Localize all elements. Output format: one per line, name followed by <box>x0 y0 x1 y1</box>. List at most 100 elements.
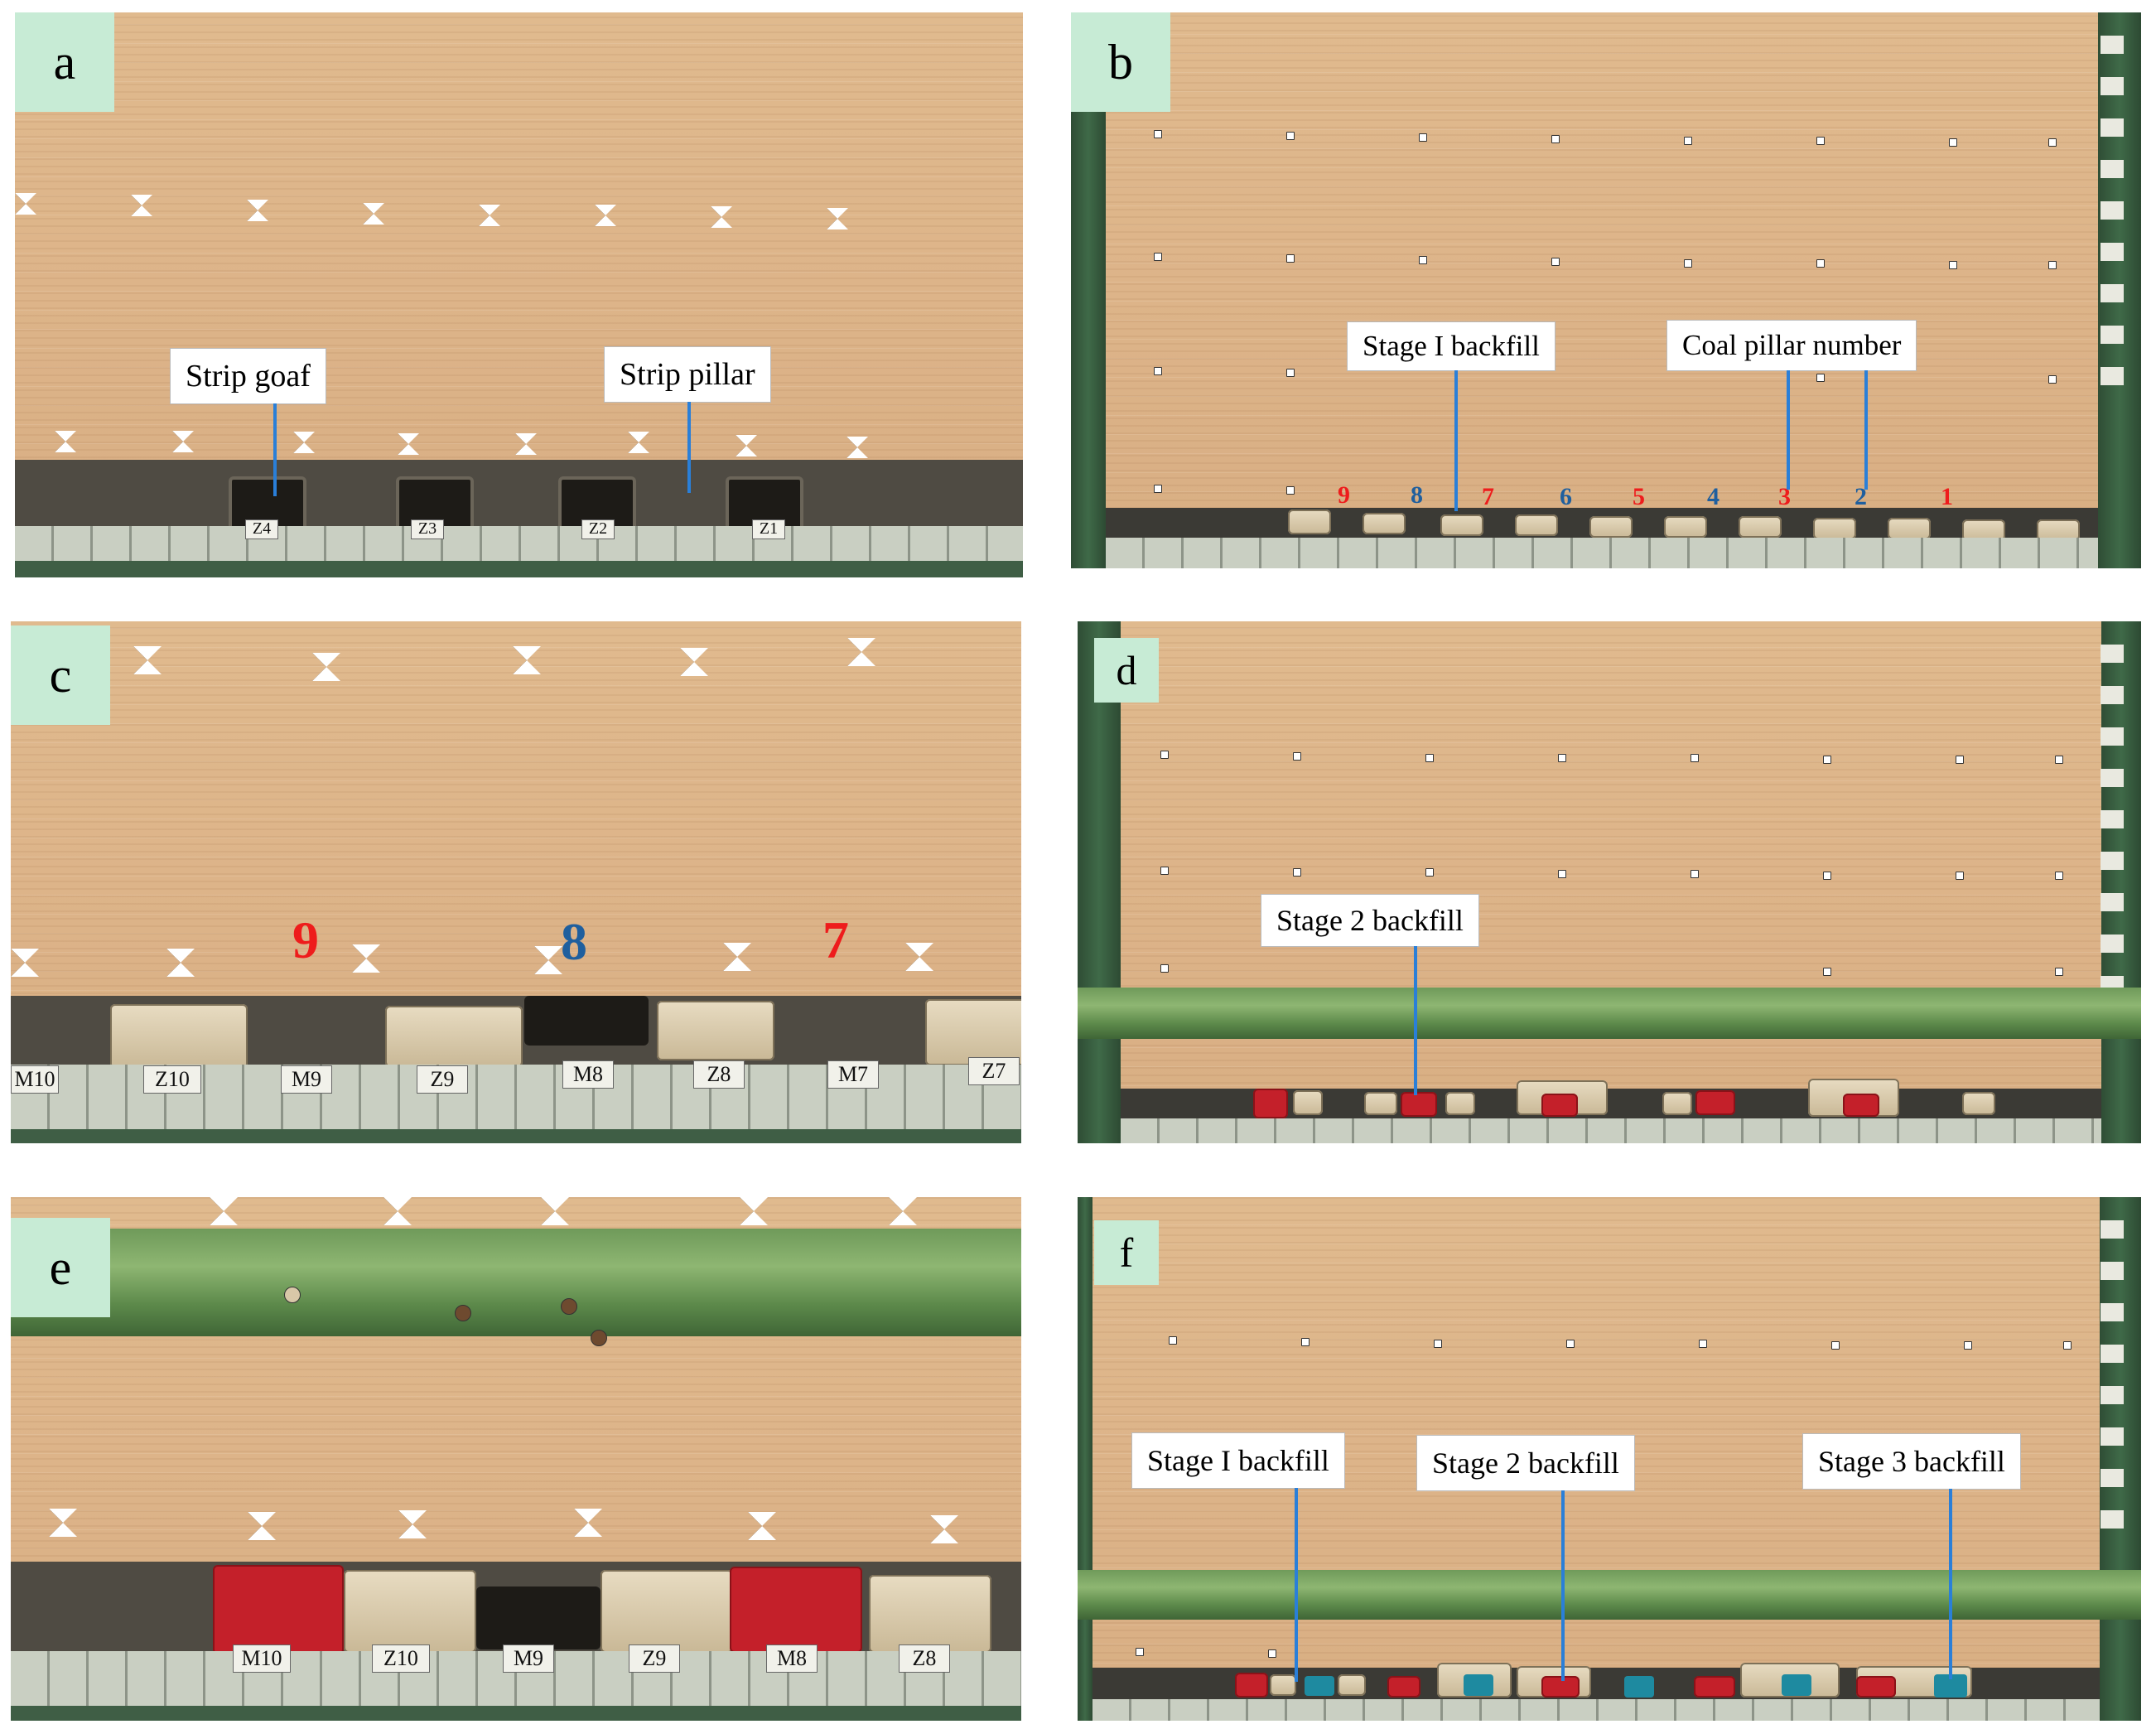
survey-point <box>1154 485 1162 493</box>
callout-coal-pillar-number: Coal pillar number <box>1667 321 1917 370</box>
survey-point <box>1154 253 1162 261</box>
backfill-block <box>869 1575 991 1653</box>
base-tag: Z10 <box>143 1065 201 1094</box>
survey-point <box>1419 256 1427 264</box>
panel-label: f <box>1094 1220 1159 1285</box>
coal-seam <box>15 460 1023 530</box>
survey-point <box>1286 132 1295 140</box>
survey-point <box>1949 261 1957 269</box>
backfill-block <box>1363 513 1406 534</box>
survey-point <box>1831 1341 1840 1350</box>
pillar-number: 9 <box>1338 481 1350 509</box>
frame-left <box>1078 621 1121 1143</box>
backfill-block <box>600 1570 733 1653</box>
model-base <box>1092 1699 2100 1721</box>
leader-line <box>273 403 277 496</box>
stage2-backfill-block <box>1541 1676 1580 1698</box>
survey-point <box>1684 137 1692 145</box>
survey-point <box>1293 752 1301 761</box>
backfill-block <box>1364 1092 1397 1115</box>
backfill-block <box>657 1001 774 1060</box>
survey-point <box>1551 135 1560 143</box>
backfill-block <box>1293 1090 1323 1115</box>
backfill-block <box>1338 1674 1366 1696</box>
pillar-number: 8 <box>561 912 587 971</box>
survey-point <box>1419 133 1427 142</box>
survey-point <box>2048 261 2057 269</box>
survey-point <box>1816 137 1825 145</box>
pillar-number: 7 <box>822 910 849 969</box>
survey-point <box>1816 259 1825 268</box>
leader-line <box>1295 1488 1298 1682</box>
pillar-number: 4 <box>1707 483 1719 510</box>
survey-point <box>1551 258 1560 266</box>
callout-stage2-backfill: Stage 2 backfill <box>1261 895 1478 946</box>
steel-beam <box>11 1229 1021 1336</box>
backfill-block <box>1662 1092 1692 1115</box>
base-tag: M8 <box>562 1060 614 1089</box>
base-tag: Z2 <box>581 519 615 539</box>
backfill-block <box>1739 516 1782 538</box>
survey-point <box>2055 756 2063 764</box>
survey-point <box>2048 375 2057 384</box>
stage2-backfill-block <box>1694 1676 1735 1698</box>
stage3-backfill-block <box>1856 1676 1896 1698</box>
pillar-number: 3 <box>1778 483 1791 510</box>
base-tag: Z9 <box>417 1065 468 1094</box>
model-base <box>1121 1118 2101 1143</box>
model-base <box>15 526 1023 561</box>
panel-b: 9 8 7 6 5 4 3 2 1 Stage I backfill Coal … <box>1071 12 2141 568</box>
leader-line <box>687 402 691 493</box>
pillar-number: 8 <box>1411 481 1423 509</box>
side-label-strip <box>2098 12 2126 568</box>
callout-stage1-backfill: Stage I backfill <box>1132 1433 1344 1488</box>
survey-point <box>2055 968 2063 976</box>
panel-label: a <box>15 12 114 112</box>
pillar-number: 1 <box>1941 483 1953 510</box>
survey-point <box>1566 1340 1575 1348</box>
frame-base <box>11 1129 1021 1143</box>
survey-point <box>1169 1336 1177 1345</box>
survey-point <box>2063 1341 2072 1350</box>
frame-left <box>1078 1197 1092 1721</box>
callout-stage3-backfill: Stage 3 backfill <box>1803 1434 2020 1489</box>
model-strata <box>1078 621 2141 1143</box>
survey-point <box>1425 754 1434 762</box>
stage2-backfill-block <box>1843 1094 1879 1117</box>
survey-point <box>1684 259 1692 268</box>
survey-point <box>1286 486 1295 495</box>
survey-point <box>1268 1649 1276 1658</box>
backfill-block <box>1888 518 1931 539</box>
backfill-block <box>1664 516 1707 538</box>
survey-point <box>1154 367 1162 375</box>
backfill-block <box>1515 514 1558 536</box>
survey-point <box>1964 1341 1972 1350</box>
panel-e: M10 Z10 M9 Z9 M8 Z8 e <box>11 1197 1021 1721</box>
stage2-backfill-block <box>730 1567 862 1653</box>
goaf-opening <box>524 996 649 1046</box>
survey-point <box>1136 1648 1144 1656</box>
base-tag: M9 <box>281 1065 332 1094</box>
pillar-number: 7 <box>1482 483 1494 510</box>
survey-point <box>1160 867 1169 875</box>
stage2-backfill-block <box>213 1565 344 1654</box>
strip-goaf <box>726 476 803 531</box>
pillar-number: 5 <box>1633 483 1645 510</box>
base-tag: M10 <box>233 1644 291 1673</box>
backfill-block-blue <box>1624 1676 1654 1698</box>
stage2-backfill-block <box>1695 1090 1735 1115</box>
survey-point <box>1823 756 1831 764</box>
survey-point <box>1160 751 1169 759</box>
survey-point <box>1956 756 1964 764</box>
bolt-hole <box>561 1298 577 1315</box>
survey-point <box>1293 868 1301 877</box>
backfill-block <box>344 1570 476 1653</box>
backfill-block <box>1813 518 1856 539</box>
survey-point <box>1154 130 1162 138</box>
survey-point <box>1699 1340 1707 1348</box>
frame-base <box>11 1706 1021 1721</box>
frame-base <box>15 561 1023 577</box>
base-tag: Z8 <box>693 1060 745 1089</box>
backfill-block <box>1445 1092 1475 1115</box>
panel-c: 9 8 7 M10 Z10 M9 Z9 M8 Z8 M7 Z7 c <box>11 621 1021 1143</box>
